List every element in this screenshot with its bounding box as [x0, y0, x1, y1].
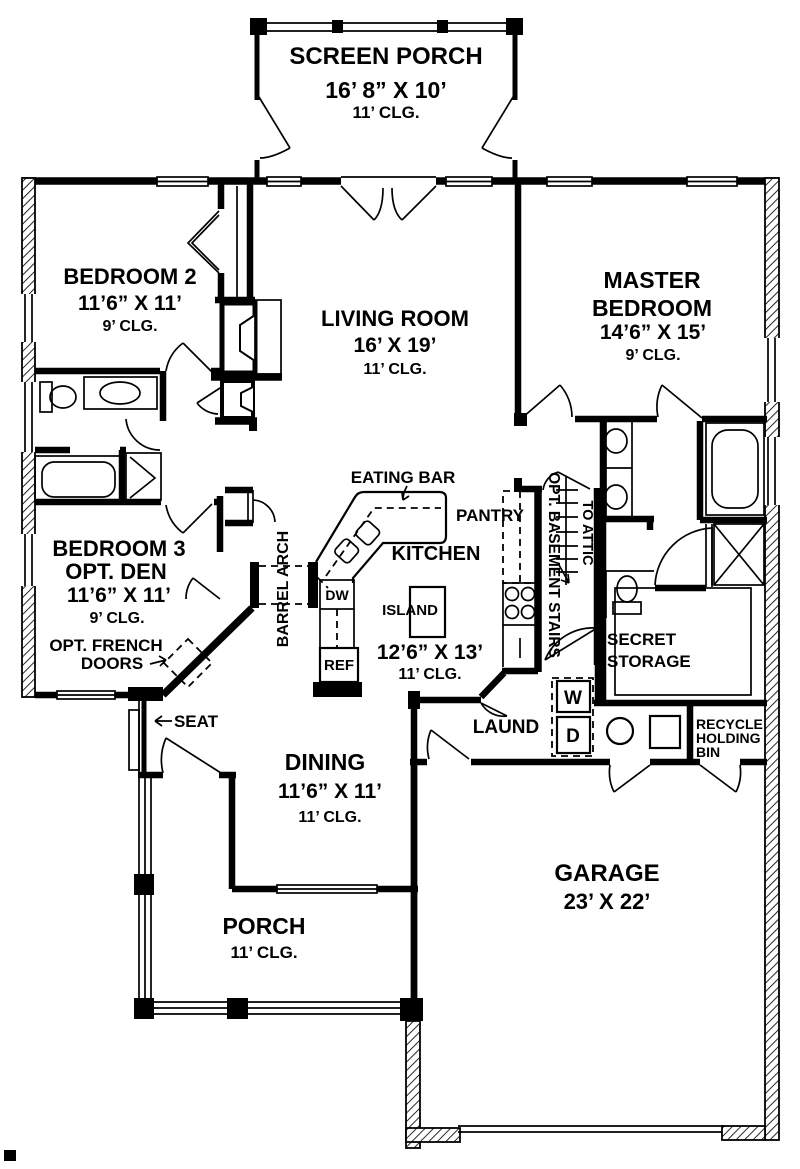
- svg-text:OPT. FRENCH: OPT. FRENCH: [49, 636, 162, 655]
- svg-text:ISLAND: ISLAND: [382, 602, 438, 619]
- svg-text:OPT. DEN: OPT. DEN: [65, 559, 166, 584]
- svg-text:SECRET: SECRET: [607, 630, 677, 649]
- svg-text:9’ CLG.: 9’ CLG.: [625, 347, 680, 364]
- svg-text:SEAT: SEAT: [174, 712, 219, 731]
- svg-text:EATING BAR: EATING BAR: [351, 468, 456, 487]
- svg-text:12’6” X 13’: 12’6” X 13’: [377, 641, 483, 664]
- svg-text:TO ATTIC: TO ATTIC: [579, 501, 595, 567]
- svg-text:BEDROOM: BEDROOM: [592, 295, 712, 321]
- svg-text:16’ X 19’: 16’ X 19’: [354, 334, 437, 357]
- svg-text:11’6” X 11’: 11’6” X 11’: [278, 780, 382, 803]
- svg-text:PORCH: PORCH: [222, 913, 305, 939]
- svg-text:RECYCLE: RECYCLE: [696, 716, 763, 732]
- svg-text:11’6” X 11’: 11’6” X 11’: [67, 584, 171, 607]
- svg-text:11’6” X 11’: 11’6” X 11’: [78, 292, 182, 315]
- svg-text:BEDROOM 3: BEDROOM 3: [52, 536, 185, 561]
- svg-text:W: W: [564, 688, 582, 709]
- svg-text:11’ CLG.: 11’ CLG.: [398, 666, 461, 683]
- svg-text:LAUND: LAUND: [473, 717, 540, 738]
- svg-text:9’ CLG.: 9’ CLG.: [89, 610, 144, 627]
- svg-text:MASTER: MASTER: [603, 267, 701, 293]
- svg-text:11’ CLG.: 11’ CLG.: [230, 943, 297, 962]
- svg-text:14’6” X 15’: 14’6” X 15’: [600, 321, 706, 344]
- svg-text:16’ 8” X 10’: 16’ 8” X 10’: [325, 77, 446, 103]
- svg-text:HOLDING: HOLDING: [696, 730, 761, 746]
- svg-text:REF: REF: [324, 657, 354, 674]
- svg-text:BEDROOM 2: BEDROOM 2: [63, 264, 196, 289]
- svg-text:KITCHEN: KITCHEN: [392, 543, 481, 565]
- svg-text:LIVING ROOM: LIVING ROOM: [321, 306, 469, 331]
- svg-text:DW: DW: [325, 587, 349, 603]
- svg-text:11’ CLG.: 11’ CLG.: [298, 809, 361, 826]
- svg-text:SCREEN PORCH: SCREEN PORCH: [289, 43, 482, 70]
- svg-text:DOORS: DOORS: [81, 654, 143, 673]
- svg-text:BARREL ARCH: BARREL ARCH: [275, 531, 292, 647]
- svg-text:BIN: BIN: [696, 744, 720, 760]
- svg-text:11’ CLG.: 11’ CLG.: [352, 103, 419, 122]
- svg-text:GARAGE: GARAGE: [554, 860, 659, 887]
- svg-text:OPT. BASEMENT STAIRS: OPT. BASEMENT STAIRS: [545, 472, 562, 658]
- svg-text:23’ X 22’: 23’ X 22’: [564, 889, 651, 914]
- svg-text:PANTRY: PANTRY: [456, 506, 525, 525]
- svg-text:D: D: [566, 726, 580, 747]
- svg-text:9’ CLG.: 9’ CLG.: [102, 318, 157, 335]
- svg-text:11’ CLG.: 11’ CLG.: [363, 361, 426, 378]
- svg-text:STORAGE: STORAGE: [607, 652, 691, 671]
- svg-text:DINING: DINING: [285, 749, 366, 775]
